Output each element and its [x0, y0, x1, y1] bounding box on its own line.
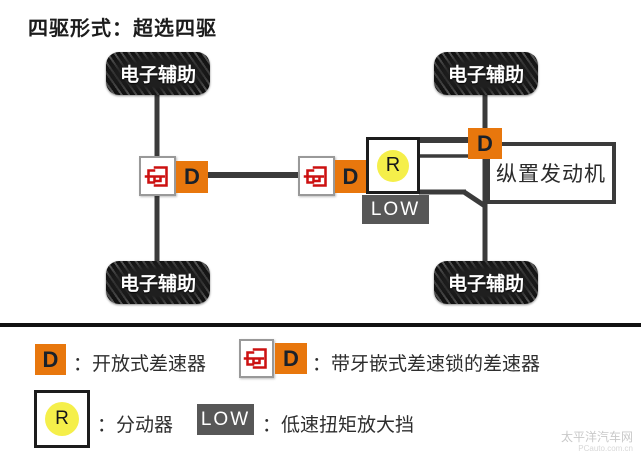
transfer-case-r-badge: R [377, 149, 409, 182]
legend-low-gear-desc: ：低速扭矩放大挡 [262, 415, 415, 436]
tire-rear-left: 电子辅助 [434, 52, 538, 95]
front-diff-lock-box [139, 156, 176, 196]
dog-clutch-lock-icon [144, 165, 168, 187]
tire-label: 电子辅助 [119, 65, 196, 86]
dog-clutch-lock-icon [243, 348, 267, 369]
legend-open-diff-desc: ：开放式差速器 [73, 354, 207, 375]
legend-transfer-case-box: R [34, 390, 90, 448]
tire-rear-right: 电子辅助 [434, 261, 538, 304]
watermark-site-url: PCauto.com.cn [578, 444, 633, 454]
engine-box: 纵置发动机 [486, 142, 616, 204]
center-diff-lock-box [298, 156, 335, 196]
watermark-site-name: 太平洋汽车网 [560, 430, 633, 445]
legend-locked-diff-symbol: D [275, 343, 307, 374]
dog-clutch-lock-icon [303, 165, 327, 187]
watermark: 太平洋汽车网 PCauto.com.cn [561, 430, 633, 454]
legend-open-diff-symbol: D [35, 344, 66, 375]
tire-label: 电子辅助 [119, 274, 196, 295]
low-gear-box: LOW [362, 195, 429, 224]
legend-transfer-case-r-badge: R [45, 402, 79, 436]
legend-divider [0, 323, 641, 327]
transfer-case-box: R [366, 137, 420, 194]
legend-transfer-case-desc: ：分动器 [97, 415, 174, 436]
page-title: 四驱形式：超选四驱 [28, 18, 217, 40]
rear-diff-d-box: D [468, 128, 502, 159]
legend-lock-box [239, 339, 274, 378]
front-diff-d-box: D [176, 161, 208, 193]
legend-locked-diff-desc: ：带牙嵌式差速锁的差速器 [312, 354, 541, 375]
tire-label: 电子辅助 [447, 274, 524, 295]
tire-front-right: 电子辅助 [106, 261, 210, 304]
transfer-bottom-diagonal-line [462, 189, 487, 209]
center-diff-d-box: D [335, 160, 366, 193]
legend-low-gear-box: LOW [197, 404, 254, 435]
tire-front-left: 电子辅助 [106, 52, 210, 95]
tire-label: 电子辅助 [447, 65, 524, 86]
